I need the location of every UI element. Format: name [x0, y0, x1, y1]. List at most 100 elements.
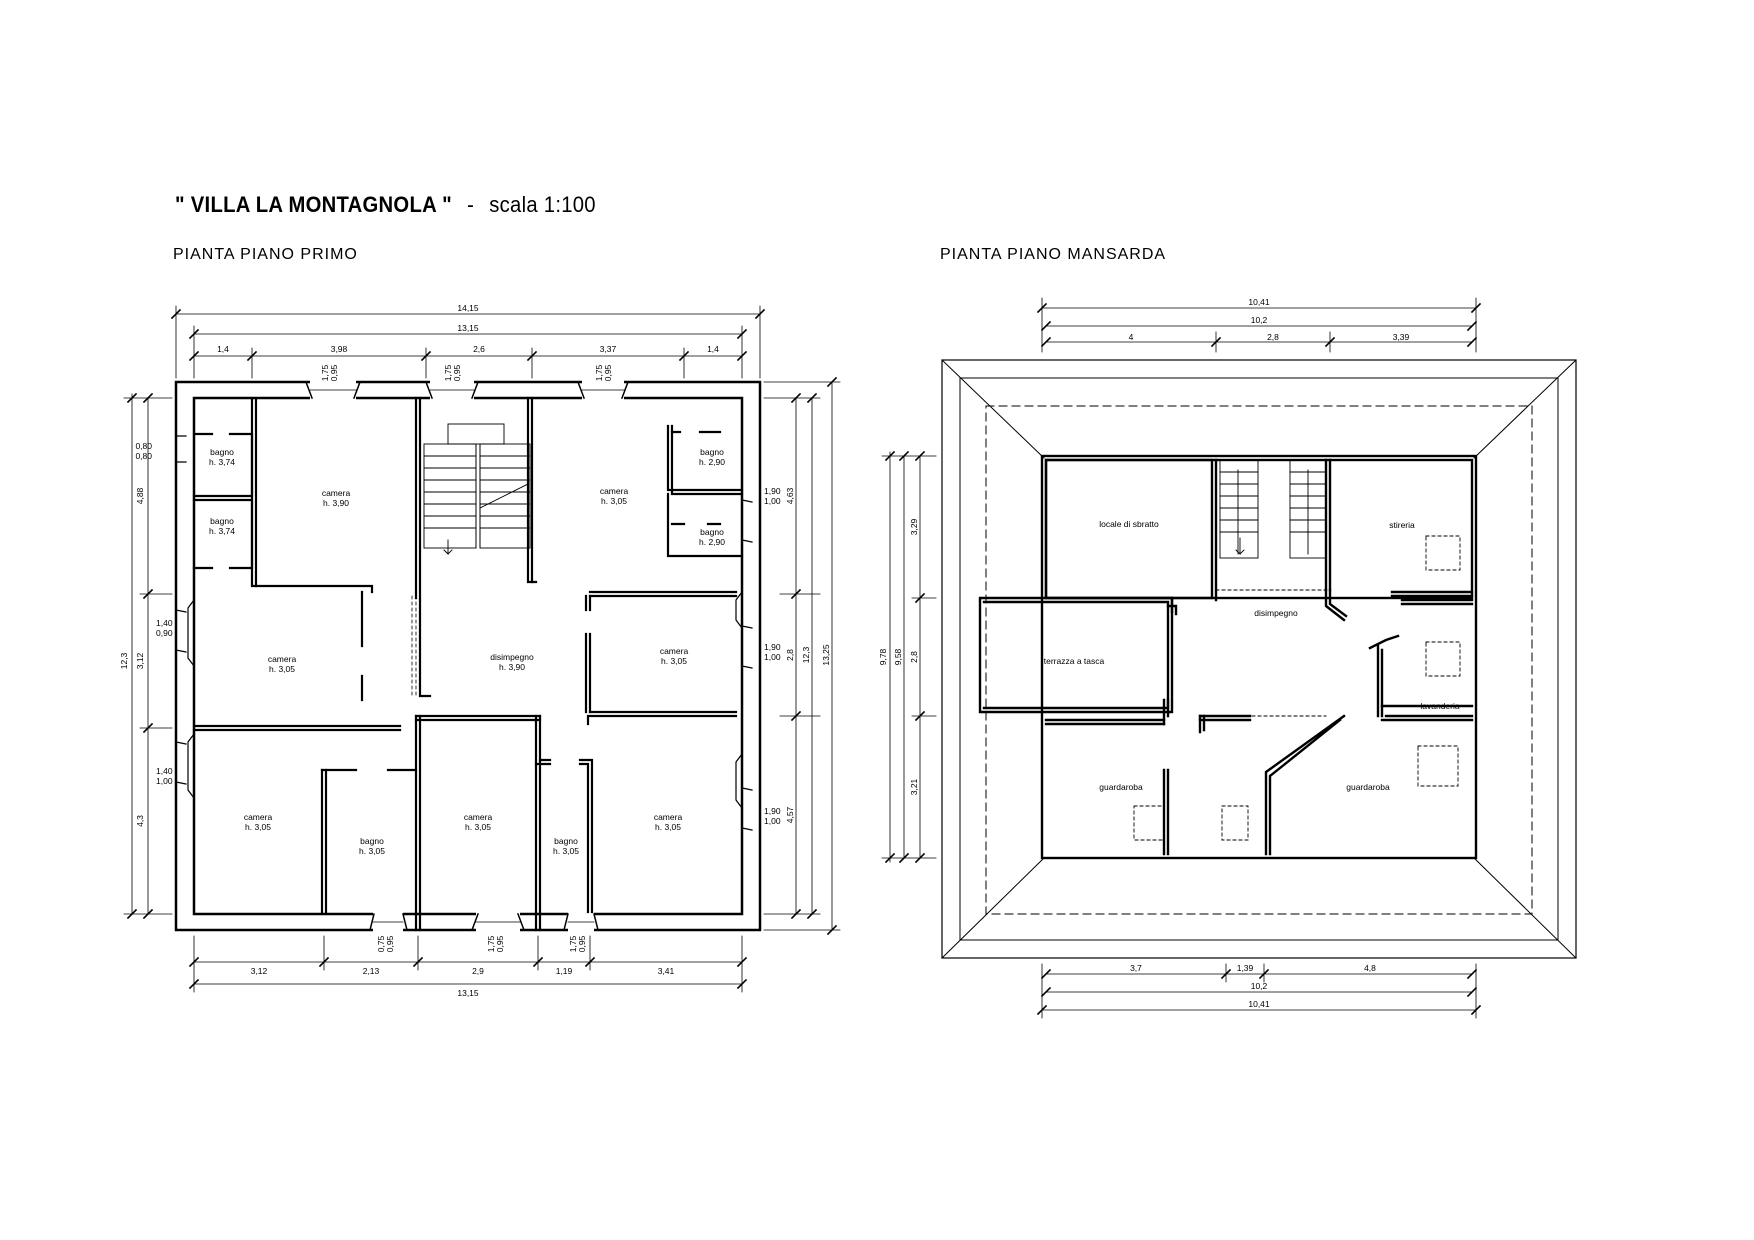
dim-top-seg: 1,4 — [707, 344, 719, 354]
window-dim: 1,90 — [764, 642, 781, 652]
dim-bottom-seg: 3,12 — [251, 966, 268, 976]
window-dim: 1,40 — [156, 618, 173, 628]
room-name: camera — [660, 646, 689, 656]
room-name: camera — [654, 812, 683, 822]
room-height: h. 3,05 — [359, 846, 385, 856]
room-height: h. 3,05 — [655, 822, 681, 832]
room-height: h. 3,05 — [269, 664, 295, 674]
dim-right-seg: 4,57 — [785, 806, 795, 823]
window-dim: 1,75 — [568, 935, 578, 952]
window-dim: 1,90 — [764, 806, 781, 816]
room-height: h. 3,90 — [323, 498, 349, 508]
dim-left-total: 12,3 — [119, 652, 129, 669]
window-dim: 1,75 — [486, 935, 496, 952]
dim-top-seg: 3,98 — [331, 344, 348, 354]
room-name: bagno — [210, 516, 234, 526]
attic-stair-icon — [1219, 459, 1327, 559]
dim-top-overall: 14,15 — [457, 303, 479, 313]
window-dim: 1,00 — [764, 652, 781, 662]
attic-room: lavanderia — [1420, 701, 1459, 711]
room-height: h. 3,05 — [601, 496, 627, 506]
room-name: camera — [244, 812, 273, 822]
attic-dim-bottom-seg: 1,39 — [1237, 963, 1254, 973]
attic-room: stireria — [1389, 520, 1415, 530]
dim-left-seg: 4,3 — [135, 815, 145, 827]
title-name: " VILLA LA MONTAGNOLA " — [175, 192, 453, 217]
window-dim: 0,80 — [135, 451, 152, 461]
dim-left-seg: 3,12 — [135, 652, 145, 669]
dim-right-total: 13,25 — [821, 644, 831, 666]
attic-room: guardaroba — [1099, 782, 1143, 792]
window-dim: 0,75 — [376, 935, 386, 952]
dim-bottom-seg: 1,19 — [556, 966, 573, 976]
attic-room: locale di sbratto — [1099, 519, 1159, 529]
window-dim: 0,80 — [135, 441, 152, 451]
dim-right-seg: 4,63 — [785, 487, 795, 504]
attic-dim-bottom: 10,41 — [1248, 999, 1270, 1009]
attic-label: PIANTA PIANO MANSARDA — [940, 246, 1167, 263]
attic-dim-left-seg: 3,29 — [909, 518, 919, 535]
dim-bottom-seg: 3,41 — [658, 966, 675, 976]
window-dim: 0,95 — [603, 364, 613, 381]
window-dim: 1,75 — [594, 364, 604, 381]
attic-dim-top-seg: 4 — [1129, 332, 1134, 342]
attic-room: terrazza a tasca — [1044, 656, 1105, 666]
first-floor-plan — [123, 305, 841, 993]
room-name: bagno — [700, 447, 724, 457]
room-height: h. 3,90 — [499, 662, 525, 672]
room-name: bagno — [360, 836, 384, 846]
stair-icon — [423, 423, 531, 556]
window-dim: 1,00 — [764, 816, 781, 826]
dim-top-inner: 13,15 — [457, 323, 479, 333]
room-name: camera — [322, 488, 351, 498]
attic-dim-left-seg: 2,8 — [909, 651, 919, 663]
attic-dim-top-seg: 2,8 — [1267, 332, 1279, 342]
dim-top-seg: 1,4 — [217, 344, 229, 354]
attic-dim-top-seg: 3,39 — [1393, 332, 1410, 342]
window-dim: 0,95 — [385, 935, 395, 952]
dim-right-inner: 12,3 — [801, 646, 811, 663]
attic-dim-left: 9,78 — [878, 648, 888, 665]
attic-room: guardaroba — [1346, 782, 1390, 792]
room-name: camera — [268, 654, 297, 664]
first-floor-label: PIANTA PIANO PRIMO — [173, 246, 358, 263]
window-dim: 0,95 — [577, 935, 587, 952]
dim-left-seg: 4,88 — [135, 487, 145, 504]
window-dim: 1,75 — [320, 364, 330, 381]
title-separator: - — [467, 192, 475, 217]
window-dim: 1,00 — [764, 496, 781, 506]
dim-bottom-total: 13,15 — [457, 988, 479, 998]
title-scale: scala 1:100 — [489, 192, 596, 217]
room-height: h. 3,05 — [245, 822, 271, 832]
room-height: h. 3,05 — [661, 656, 687, 666]
dim-top-seg: 2,6 — [473, 344, 485, 354]
room-name: bagno — [700, 527, 724, 537]
attic-dim-bottom-seg: 4,8 — [1364, 963, 1376, 973]
room-name: bagno — [554, 836, 578, 846]
window-dim: 1,90 — [764, 486, 781, 496]
window-dim: 1,00 — [156, 776, 173, 786]
room-height: h. 3,05 — [553, 846, 579, 856]
attic-plan — [881, 297, 1577, 1019]
drawing-title: " VILLA LA MONTAGNOLA " - scala 1:100 — [175, 192, 596, 218]
room-height: h. 3,05 — [465, 822, 491, 832]
window-dim: 0,95 — [452, 364, 462, 381]
attic-room: disimpegno — [1254, 608, 1298, 618]
attic-dim-bottom: 10,2 — [1251, 981, 1268, 991]
dim-right-seg: 2,8 — [785, 649, 795, 661]
window-dim: 1,40 — [156, 766, 173, 776]
attic-dim-left: 9,58 — [893, 648, 903, 665]
room-height: h. 3,74 — [209, 526, 235, 536]
room-height: h. 3,74 — [209, 457, 235, 467]
window-dim: 0,95 — [329, 364, 339, 381]
window-dim: 0,95 — [495, 935, 505, 952]
attic-dim-top: 10,2 — [1251, 315, 1268, 325]
room-height: h. 2,90 — [699, 537, 725, 547]
attic-dim-left-seg: 3,21 — [909, 778, 919, 795]
window-dim: 1,75 — [443, 364, 453, 381]
room-name: camera — [600, 486, 629, 496]
dim-bottom-seg: 2,9 — [472, 966, 484, 976]
room-height: h. 2,90 — [699, 457, 725, 467]
room-name: disimpegno — [490, 652, 534, 662]
